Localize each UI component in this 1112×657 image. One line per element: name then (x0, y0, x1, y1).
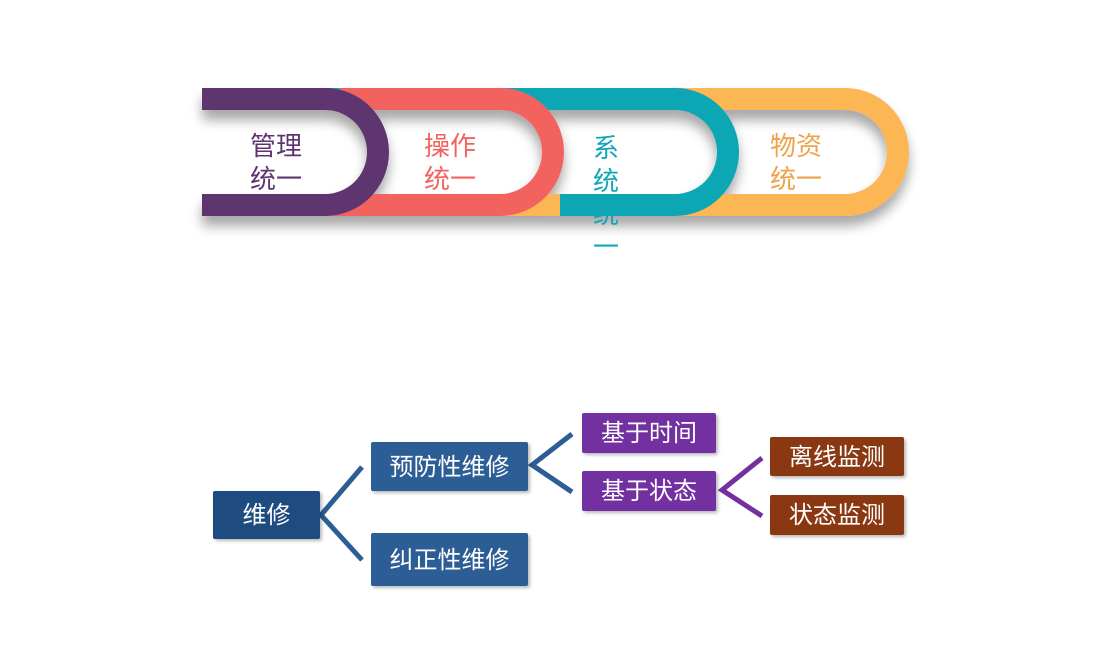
ring-label-line: 物资 (769, 132, 822, 162)
ring-label-line: 统 (592, 167, 619, 197)
ring-label-line: 统一 (769, 165, 822, 195)
ring-label-system: 系 统 统 一 (588, 133, 624, 265)
ring-label-line: 管理 (249, 132, 302, 162)
ring-label-line: 统一 (249, 165, 302, 195)
ring-label-line: 统一 (423, 165, 476, 195)
tree-node-condition-based: 基于状态 (582, 471, 716, 511)
tree-node-corrective: 纠正性维修 (371, 533, 528, 586)
ring-label-line: 一 (592, 233, 619, 263)
ring-label-line: 操作 (423, 132, 476, 162)
connector-preventive (527, 432, 574, 495)
ring-band-management (202, 88, 389, 216)
tree-node-condition-monitoring: 状态监测 (770, 495, 904, 535)
connector-condition (717, 456, 764, 519)
tree-node-time-based: 基于时间 (582, 413, 716, 453)
ring-label-materials: 物资 统一 (766, 131, 826, 197)
tree-node-preventive: 预防性维修 (371, 442, 528, 491)
ring-label-line: 统 (592, 200, 619, 230)
ring-label-line: 系 (592, 134, 619, 164)
tree-node-root: 维修 (213, 491, 320, 539)
tree-node-offline-monitoring: 离线监测 (770, 437, 904, 476)
connector-root (317, 465, 364, 562)
ring-label-management: 管理 统一 (246, 131, 306, 197)
ring-label-operation: 操作 统一 (420, 131, 480, 197)
